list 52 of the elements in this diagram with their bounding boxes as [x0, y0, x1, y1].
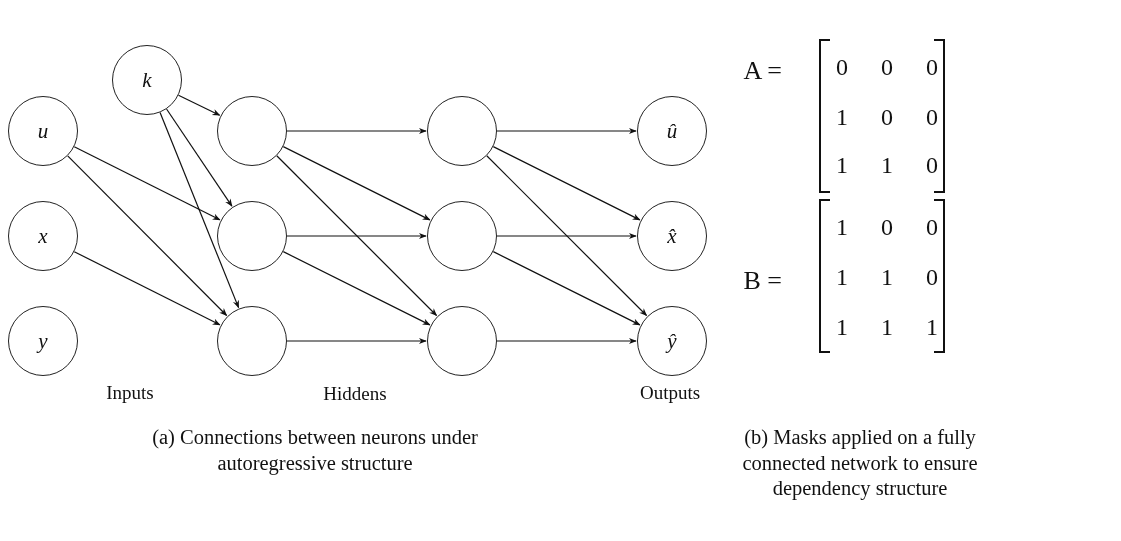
- arrow: [486, 155, 648, 317]
- node-label: k: [142, 67, 152, 93]
- matrix-entry: 0: [835, 53, 849, 82]
- arrow: [496, 337, 637, 345]
- matrix-entry: 0: [925, 53, 939, 82]
- node-label: u: [37, 118, 49, 144]
- layer-label: Inputs: [105, 381, 155, 405]
- matrix-entry: 1: [835, 213, 849, 242]
- node-label: y: [38, 328, 48, 354]
- matrix-entry: 0: [925, 263, 939, 292]
- matrix-entry: 1: [835, 151, 849, 180]
- arrow: [282, 146, 431, 221]
- matrix-entry: 1: [880, 263, 894, 292]
- neuron-circle: [217, 96, 287, 166]
- arrow: [67, 155, 228, 317]
- matrix-entry: 0: [880, 103, 894, 132]
- arrow: [496, 232, 637, 240]
- neuron-circle: [217, 201, 287, 271]
- arrow: [276, 155, 438, 317]
- layer-label: Outputs: [638, 381, 702, 405]
- matrix-entry: 0: [925, 213, 939, 242]
- matrix-entry: 0: [880, 53, 894, 82]
- node-label: û: [666, 118, 678, 144]
- arrow: [73, 146, 221, 221]
- arrow: [159, 111, 240, 309]
- arrow: [282, 251, 431, 326]
- matrix-entry: 0: [925, 151, 939, 180]
- arrow: [286, 232, 427, 240]
- arrow: [177, 94, 221, 116]
- arrow: [492, 251, 641, 326]
- subfigure-caption: (b) Masks applied on a fully connected network to ensure dependency structure: [741, 425, 979, 502]
- layer-label: Hiddens: [322, 382, 388, 406]
- arrow: [286, 337, 427, 345]
- matrix-entry: 0: [880, 213, 894, 242]
- matrix-entry: 1: [880, 313, 894, 342]
- matrix-entry: 0: [925, 103, 939, 132]
- matrix-entry: 1: [835, 313, 849, 342]
- matrix-entry: 1: [925, 313, 939, 342]
- node-label: ŷ: [667, 328, 677, 354]
- subfigure-caption: (a) Connections between neurons under autoregressive structure: [151, 425, 479, 477]
- arrow: [286, 127, 427, 135]
- arrow: [165, 108, 233, 207]
- matrix-entry: 1: [880, 151, 894, 180]
- arrow: [496, 127, 637, 135]
- arrow: [492, 146, 641, 221]
- matrix-entry: 1: [835, 263, 849, 292]
- node-label: x̂: [667, 223, 677, 249]
- node-label: x: [38, 223, 48, 249]
- matrix-name: B =: [742, 265, 782, 297]
- matrix-name: A =: [742, 55, 782, 87]
- matrix-entry: 1: [835, 103, 849, 132]
- arrow: [73, 251, 221, 326]
